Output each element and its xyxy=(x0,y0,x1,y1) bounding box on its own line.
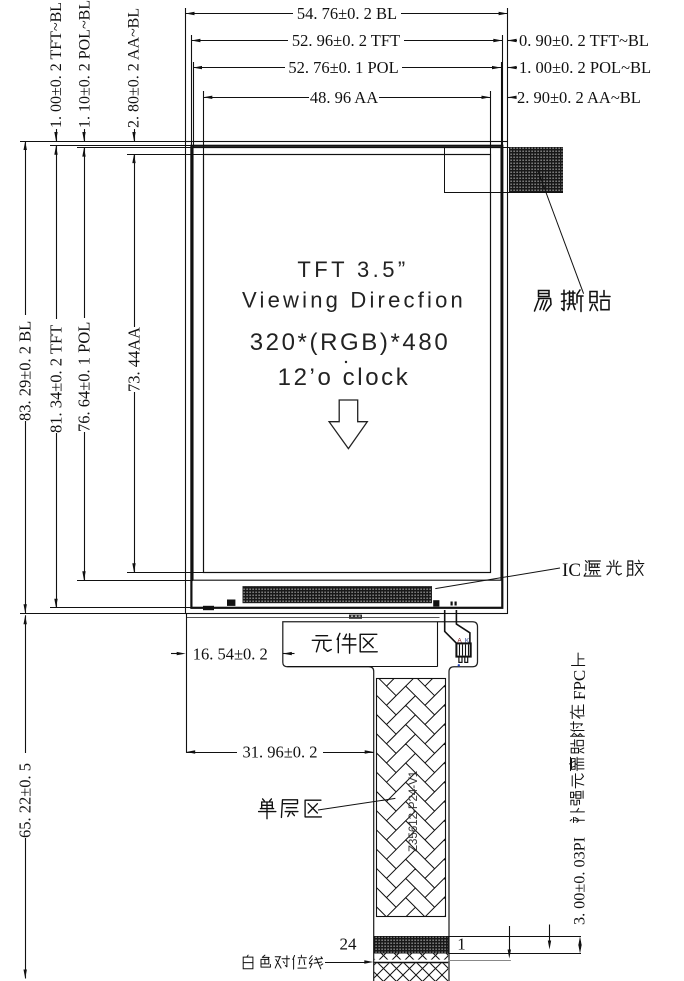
svg-text:TFT 3.5”: TFT 3.5” xyxy=(297,257,408,282)
svg-text:1. 10±0. 2 POL~BL: 1. 10±0. 2 POL~BL xyxy=(77,0,94,128)
svg-text:Viewing Direcfion: Viewing Direcfion xyxy=(242,288,466,313)
svg-text:52. 76±0. 1 POL: 52. 76±0. 1 POL xyxy=(288,58,398,77)
svg-text:54. 76±0. 2 BL: 54. 76±0. 2 BL xyxy=(297,4,397,23)
svg-text:83. 29±0. 2 BL: 83. 29±0. 2 BL xyxy=(16,321,35,421)
svg-text:76. 64±0. 1 POL: 76. 64±0. 1 POL xyxy=(75,322,94,432)
svg-text:3. 00±0. 03PI: 3. 00±0. 03PI xyxy=(571,837,589,925)
svg-text:K: K xyxy=(465,638,470,645)
svg-text:81. 34±0. 2 TFT: 81. 34±0. 2 TFT xyxy=(47,325,66,433)
svg-text:52. 96±0. 2 TFT: 52. 96±0. 2 TFT xyxy=(292,31,400,50)
svg-text:2. 80±0. 2 AA~BL: 2. 80±0. 2 AA~BL xyxy=(126,8,143,128)
svg-text:2. 90±0. 2 AA~BL: 2. 90±0. 2 AA~BL xyxy=(517,88,641,107)
svg-text:FPC: FPC xyxy=(570,670,589,700)
svg-text:12’o clock: 12’o clock xyxy=(278,364,411,391)
svg-text:320*(RGB)*480: 320*(RGB)*480 xyxy=(250,329,451,356)
svg-text:24: 24 xyxy=(340,935,358,954)
svg-text:31. 96±0. 2: 31. 96±0. 2 xyxy=(242,742,317,761)
svg-text:16. 54±0. 2: 16. 54±0. 2 xyxy=(193,644,268,663)
svg-text:1. 00±0. 2 TFT~BL: 1. 00±0. 2 TFT~BL xyxy=(48,2,65,128)
svg-text:Z35612-P24-V1: Z35612-P24-V1 xyxy=(408,771,420,852)
svg-text:IC: IC xyxy=(562,560,581,581)
svg-text:48. 96 AA: 48. 96 AA xyxy=(310,88,378,107)
svg-text:0. 90±0. 2 TFT~BL: 0. 90±0. 2 TFT~BL xyxy=(519,31,649,50)
svg-text:1: 1 xyxy=(457,935,466,954)
svg-text:A: A xyxy=(457,638,462,645)
svg-text:65. 22±0. 5: 65. 22±0. 5 xyxy=(16,763,35,838)
svg-text:1. 00±0. 2 POL~BL: 1. 00±0. 2 POL~BL xyxy=(519,58,651,77)
svg-text:73. 44AA: 73. 44AA xyxy=(125,327,144,392)
